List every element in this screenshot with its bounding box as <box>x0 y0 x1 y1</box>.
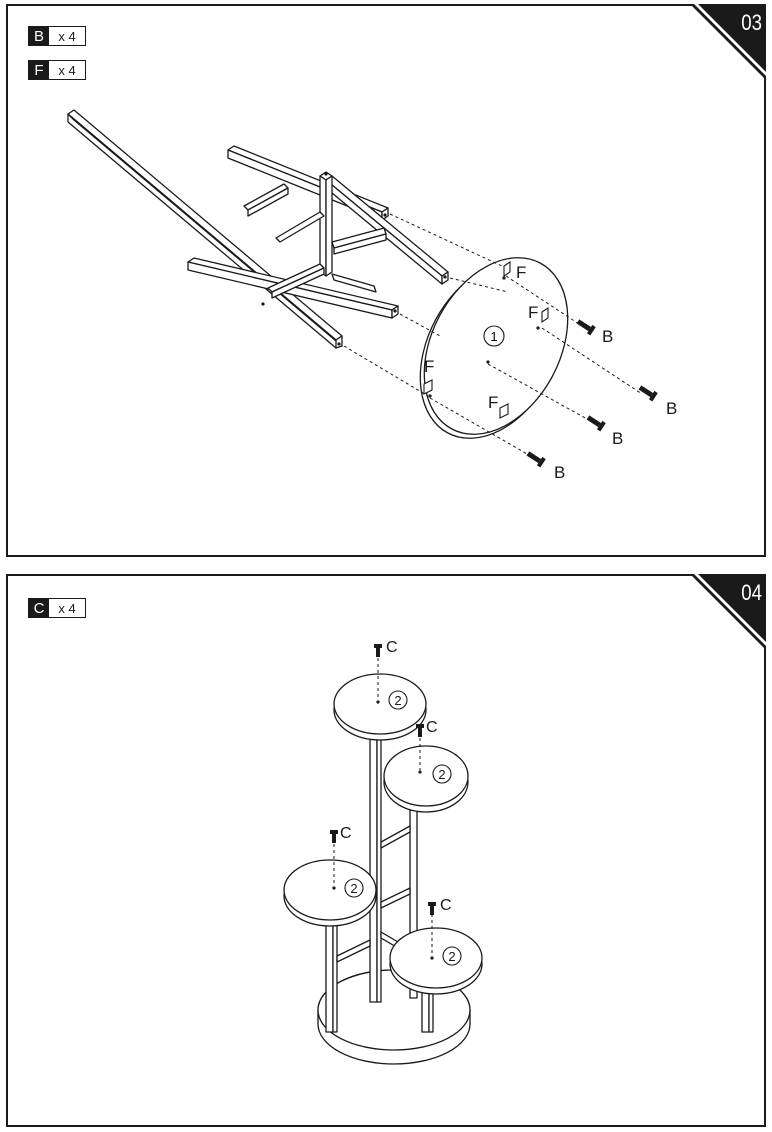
screw-icon <box>416 724 424 737</box>
felt-pad <box>423 379 433 395</box>
felt-pad <box>503 260 511 278</box>
screw-icon <box>428 902 436 915</box>
screw-icon <box>374 644 382 657</box>
alignment-lines <box>343 213 643 459</box>
step-corner-tab: 03 <box>690 4 766 80</box>
felt-pad <box>541 306 549 324</box>
callout-number: 2 <box>350 881 357 896</box>
parts-list: B x 4 F x 4 <box>28 26 86 94</box>
parts-list: C x 4 <box>28 598 86 632</box>
felt-label: F <box>424 357 434 376</box>
screws <box>330 644 436 915</box>
tabletop-disc <box>419 257 569 439</box>
part-badge-b: B x 4 <box>28 26 86 46</box>
felt-pad <box>499 403 509 419</box>
step-04-labels: C C C C <box>340 639 452 914</box>
step-03-drawing: 1 F F F F <box>67 109 677 482</box>
screw-label: C <box>340 825 352 842</box>
screw-label: C <box>386 639 398 656</box>
bolt-icon <box>586 415 606 432</box>
part-qty: x 4 <box>58 600 76 616</box>
bolt-icon <box>526 451 546 468</box>
bolt-label: B <box>612 429 623 448</box>
shelf-callout-circles <box>344 690 462 966</box>
step-number: 03 <box>741 10 762 35</box>
shelf-lower-right <box>389 927 483 995</box>
alignment-lines <box>333 658 433 956</box>
part-code: B <box>29 27 49 45</box>
step-04-panel: 04 C x 4 <box>6 574 766 1127</box>
shelf-middle-left <box>283 859 377 927</box>
shelf-upper-right <box>383 745 469 813</box>
felt-label: F <box>528 303 538 322</box>
tabletop-callout: 1 <box>483 325 505 347</box>
disc-holes <box>428 276 540 398</box>
step-corner-tab: 04 <box>690 574 766 650</box>
felt-label: F <box>488 393 498 412</box>
part-code: C <box>29 599 49 617</box>
vertical-post <box>319 171 333 277</box>
bolt-label: B <box>602 327 613 346</box>
screw-icon <box>330 830 338 843</box>
leg-holes <box>261 172 447 346</box>
bolt-label: B <box>554 463 565 482</box>
shelf-top <box>333 673 427 741</box>
screw-label: C <box>426 719 438 736</box>
callout-number: 2 <box>438 767 445 782</box>
bolt-icon <box>576 319 596 336</box>
felt-label: F <box>516 263 526 282</box>
felt-pads <box>423 260 549 419</box>
part-badge-c: C x 4 <box>28 598 86 618</box>
part-code: F <box>29 61 49 79</box>
step-03-labels: F F F F B B B B <box>424 263 677 482</box>
callout-number: 2 <box>448 949 455 964</box>
part-badge-f: F x 4 <box>28 60 86 80</box>
step-04-drawing: 2 2 2 2 C C C C <box>283 639 483 1065</box>
screw-label: C <box>440 897 452 914</box>
step-03-panel: 03 B x 4 F x 4 <box>6 4 766 557</box>
step-number: 04 <box>741 580 762 605</box>
shelf-holes <box>332 700 434 960</box>
short-leg-middle <box>325 175 449 285</box>
bolt-icon <box>638 385 658 402</box>
callout-number: 1 <box>490 329 497 344</box>
part-qty: x 4 <box>58 62 76 78</box>
part-qty: x 4 <box>58 28 76 44</box>
bolt-label: B <box>666 399 677 418</box>
callout-number: 2 <box>394 693 401 708</box>
bolts <box>526 319 658 468</box>
cross-braces <box>243 183 387 299</box>
shelf-callouts: 2 2 2 2 <box>350 693 455 964</box>
